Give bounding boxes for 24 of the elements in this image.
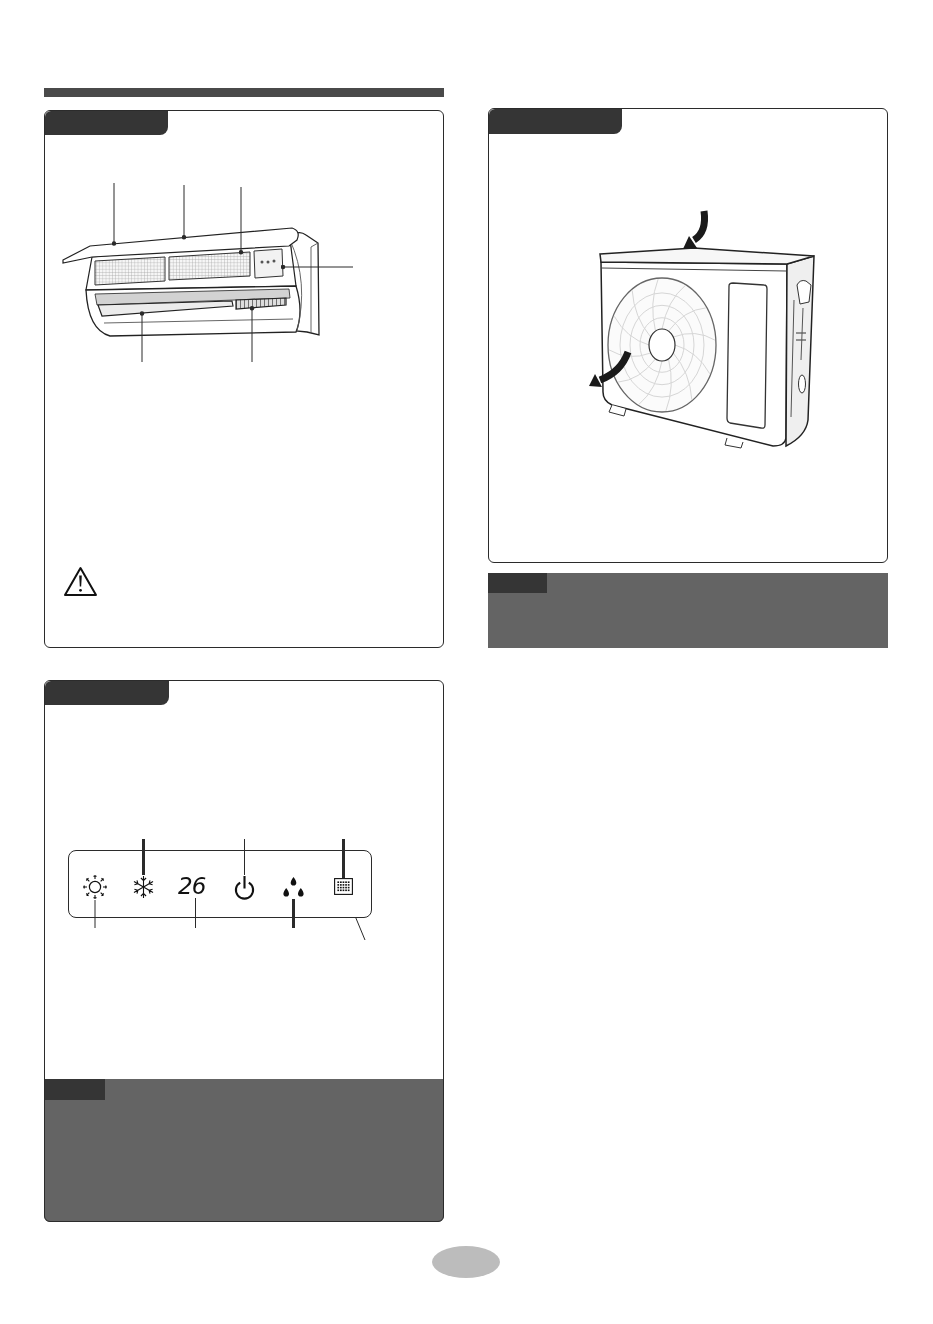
- grid-icon: [334, 878, 353, 895]
- display-window: [253, 248, 284, 279]
- leader-line: [94, 899, 96, 929]
- snowflake-icon: [131, 875, 156, 899]
- leader-line: [139, 311, 145, 363]
- leader-line: [244, 838, 245, 876]
- water-drops-icon: [282, 875, 305, 899]
- leader-line: [355, 917, 366, 941]
- leader-line: [111, 182, 117, 246]
- leader-line: [249, 306, 255, 363]
- leader-line: [342, 839, 345, 878]
- temperature-digits: 26: [178, 875, 206, 898]
- power-icon: [233, 875, 256, 900]
- louver-blade: [97, 300, 234, 317]
- leader-line: [238, 186, 244, 255]
- sun-icon: [82, 874, 108, 900]
- leader-line: [280, 264, 354, 270]
- leader-line: [142, 839, 145, 875]
- louver-vanes: [235, 297, 287, 310]
- leader-line: [181, 184, 187, 240]
- air-filter: [94, 251, 251, 286]
- display-panel: [68, 850, 372, 918]
- leader-line: [195, 897, 196, 929]
- leader-line: [292, 899, 295, 928]
